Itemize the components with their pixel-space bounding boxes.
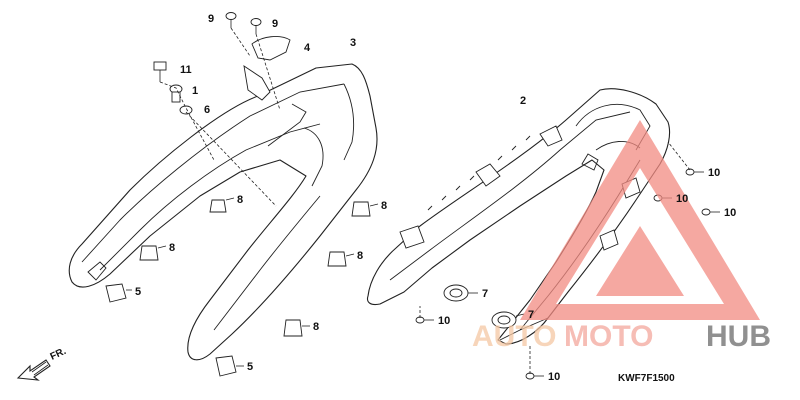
callout-4: 4 xyxy=(304,42,311,54)
callout-5-a: 5 xyxy=(135,286,141,298)
callout-1: 1 xyxy=(192,85,198,97)
clip-nut-8-e xyxy=(283,319,310,337)
callout-8-d: 8 xyxy=(357,250,363,262)
grommet-6 xyxy=(179,105,193,115)
screw-9-b xyxy=(250,18,262,34)
callout-10-a: 10 xyxy=(708,167,720,179)
callout-10-e: 10 xyxy=(548,371,560,383)
direction-label: FR. xyxy=(49,346,68,363)
callout-7-b: 7 xyxy=(528,309,534,321)
screw-9-a xyxy=(225,12,237,28)
clip-part-4 xyxy=(251,36,291,61)
callout-5-b: 5 xyxy=(247,361,253,373)
callout-6: 6 xyxy=(204,104,210,116)
callout-8-e: 8 xyxy=(313,321,319,333)
watermark-text-auto: AUTO xyxy=(472,320,556,353)
bolt-11 xyxy=(153,61,167,82)
grommet-7-b xyxy=(491,311,525,329)
screw-10-a xyxy=(685,168,704,176)
watermark-text-hub: HUB xyxy=(706,320,771,353)
screw-10-e xyxy=(525,372,544,380)
clip-nut-8-c xyxy=(351,201,379,217)
rear-cowl-left-group xyxy=(68,12,379,377)
watermark-triangle xyxy=(520,120,760,320)
callout-8-a: 8 xyxy=(237,194,243,206)
callout-8-b: 8 xyxy=(169,242,175,254)
rear-cowl-part-2 xyxy=(366,88,671,345)
diagram-code: KWF7F1500 xyxy=(618,373,675,384)
clip-5-a xyxy=(105,283,132,303)
callout-9-b: 9 xyxy=(272,18,278,30)
callout-2: 2 xyxy=(520,95,526,107)
callout-9-a: 9 xyxy=(208,13,214,25)
callout-labels: 9 9 4 3 11 1 6 8 8 8 8 8 5 5 2 10 10 10 … xyxy=(135,13,736,383)
clip-nut-8-a xyxy=(209,197,235,213)
clip-5-b xyxy=(215,355,244,377)
grommet-7-a xyxy=(443,284,478,302)
callout-7-a: 7 xyxy=(482,288,488,300)
callout-10-d: 10 xyxy=(438,315,450,327)
rear-cowl-part-3 xyxy=(68,63,378,361)
callout-11: 11 xyxy=(180,64,192,76)
clip-nut-8-b xyxy=(139,245,167,261)
callout-8-c: 8 xyxy=(381,200,387,212)
clip-nut-8-d xyxy=(327,251,355,267)
screw-10-d xyxy=(415,316,434,324)
callout-10-b: 10 xyxy=(676,193,688,205)
callout-3: 3 xyxy=(350,37,356,49)
watermark-text-moto: MOTO xyxy=(564,320,653,353)
callout-10-c: 10 xyxy=(724,207,736,219)
front-direction-arrow: FR. xyxy=(16,346,68,381)
watermark-logo: AUTO MOTO HUB xyxy=(472,120,771,353)
screw-10-c xyxy=(701,208,720,216)
